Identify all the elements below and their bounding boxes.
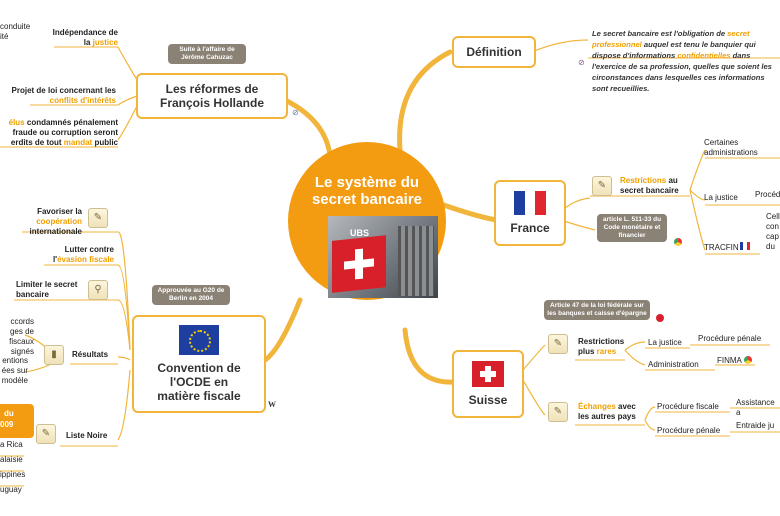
suisse-entraide[interactable]: Entraide ju <box>736 421 775 430</box>
hollande-badge: Suite à l'affaire de Jérôme Cahuzac <box>168 44 246 64</box>
ocde-favoriser[interactable]: Favoriser la coopération internationale <box>29 207 82 236</box>
ocde-title-line3: matière fiscale <box>157 389 241 403</box>
ubs-sign: UBS <box>350 228 370 238</box>
ocde-liste-noire[interactable]: Liste Noire <box>66 431 108 440</box>
hollande-independance[interactable]: Indépendance de la justice <box>52 28 118 47</box>
france-flag-icon <box>514 191 547 215</box>
ocde-title-line2: l'OCDE en <box>169 375 229 389</box>
liste-noire-orange-tag: du 009 <box>0 404 34 438</box>
ocde-badge: Approuvée au G20 de Berlin en 2004 <box>152 285 230 305</box>
france-justice[interactable]: La justice <box>704 193 738 202</box>
liste-noire-icon: ✎ <box>36 424 56 444</box>
suisse-restrictions-icon: ✎ <box>548 334 568 354</box>
suisse-restrictions[interactable]: Restrictions plus rares <box>578 337 625 356</box>
central-title-line2: secret bancaire <box>311 191 423 208</box>
ocde-title-line1: Convention de <box>157 361 241 375</box>
suisse-justice[interactable]: La justice <box>648 338 682 347</box>
suisse-article-badge: Article 47 de la loi fédérale sur les ba… <box>544 300 650 320</box>
definition-node[interactable]: Définition <box>452 36 536 68</box>
hollande-conduite[interactable]: conduite ité <box>0 22 31 41</box>
swiss-small-icon <box>656 314 664 322</box>
wikipedia-icon: W <box>268 400 276 409</box>
suisse-proc-penale-2[interactable]: Procédure pénale <box>657 426 721 435</box>
ocde-conventions[interactable]: entions ées sur modèle <box>1 356 28 385</box>
hollande-elus[interactable]: élus condamnés pénalement fraude ou corr… <box>8 118 118 147</box>
liste-rica[interactable]: a Rica <box>0 440 23 449</box>
favoriser-icon: ✎ <box>88 208 108 228</box>
definition-clip-icon: ⊘ <box>578 58 585 67</box>
resultats-icon: ▮ <box>44 345 64 365</box>
liste-philippines[interactable]: ippines <box>0 470 26 479</box>
limiter-icon: ⚲ <box>88 280 108 300</box>
hollande-title-line2: François Hollande <box>159 96 265 110</box>
suisse-node[interactable]: Suisse <box>452 350 524 418</box>
central-photo: UBS <box>328 216 438 298</box>
central-title-line1: Le système du <box>314 174 420 191</box>
suisse-assistance[interactable]: Assistance a <box>736 398 775 417</box>
france-tracfin[interactable]: TRACFIN <box>704 243 739 252</box>
france-cell[interactable]: Cell con cap du <box>766 212 780 251</box>
browser-icon <box>674 238 682 246</box>
france-restrictions-icon: ✎ <box>592 176 612 196</box>
suisse-echanges-icon: ✎ <box>548 402 568 422</box>
definition-text: Le secret bancaire est l'obligation de s… <box>592 29 772 93</box>
suisse-finma[interactable]: FINMA <box>717 356 742 365</box>
hollande-projet[interactable]: Projet de loi concernant les conflits d'… <box>11 86 116 105</box>
ocde-limiter[interactable]: Limiter le secret bancaire <box>16 280 78 299</box>
suisse-title: Suisse <box>468 393 508 407</box>
suisse-administration[interactable]: Administration <box>648 360 699 369</box>
liste-uruguay[interactable]: uguay <box>0 485 22 494</box>
suisse-echanges[interactable]: Échanges avec les autres pays <box>578 402 636 421</box>
france-article-badge: article L. 511-33 du Code monétaire et f… <box>597 214 667 242</box>
liste-malaisie[interactable]: alaisie <box>0 455 23 464</box>
hollande-title-line1: Les réformes de <box>165 82 259 96</box>
suisse-proc-penale[interactable]: Procédure pénale <box>698 334 762 343</box>
eu-flag-icon <box>179 325 219 355</box>
ocde-node[interactable]: Convention de l'OCDE en matière fiscale <box>132 315 266 413</box>
swiss-flag-icon <box>472 361 504 387</box>
swiss-flag-photo <box>332 235 386 293</box>
france-procedure[interactable]: Procéd <box>755 190 780 199</box>
france-admin[interactable]: Certaines administrations <box>704 138 758 157</box>
hollande-clip-icon: ⊘ <box>292 108 299 117</box>
ocde-lutter[interactable]: Lutter contre l'évasion fiscale <box>52 245 114 264</box>
finma-browser-icon <box>744 356 752 364</box>
suisse-proc-fiscale[interactable]: Procédure fiscale <box>657 402 719 411</box>
central-title: Le système du secret bancaire <box>288 174 446 208</box>
france-title: France <box>510 221 550 235</box>
definition-title: Définition <box>466 45 522 59</box>
hollande-node[interactable]: Les réformes de François Hollande <box>136 73 288 119</box>
ocde-accords[interactable]: ccords ges de fiscaux signés <box>9 317 34 356</box>
tracfin-flag-icon <box>740 242 750 250</box>
france-restrictions[interactable]: Restrictions au secret bancaire <box>620 176 679 195</box>
france-node[interactable]: France <box>494 180 566 246</box>
ocde-resultats[interactable]: Résultats <box>72 350 109 359</box>
